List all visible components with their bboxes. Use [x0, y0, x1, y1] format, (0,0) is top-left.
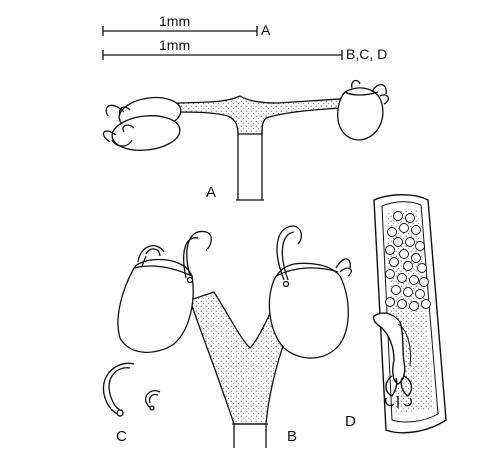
panel-b-cyst-right [268, 262, 349, 359]
scale-bar-bcd [102, 50, 343, 60]
scale-bar-a-target-label: A [261, 22, 271, 38]
panel-d-hooks [384, 375, 413, 408]
panel-a-stalk [237, 132, 263, 200]
panel-a-cyst-right [337, 87, 384, 141]
panel-b-hook-left [186, 230, 212, 277]
panel-d-drawing [372, 194, 447, 434]
panel-d-eggs [385, 211, 431, 311]
panel-b-drawing [117, 225, 352, 448]
scale-bar-bcd-length-label: 1mm [159, 37, 191, 53]
panel-c-drawing [102, 362, 161, 417]
panel-a-label: A [206, 184, 217, 201]
panel-c-small-hook [145, 390, 161, 409]
panel-a-drawing [102, 79, 389, 201]
scale-bar-bcd-target-label: B,C, D [346, 46, 388, 62]
panel-b-label: B [287, 428, 298, 445]
panel-d-label: D [345, 413, 356, 430]
panel-d-organ [372, 312, 406, 385]
panel-c-large-hook [102, 362, 135, 415]
scale-bar-a [102, 26, 258, 36]
panel-b-hook-right [276, 225, 303, 281]
scale-bar-a-length-label: 1mm [159, 13, 191, 29]
panel-a-body [177, 95, 341, 135]
panel-a-cyst-lower-left [111, 115, 181, 151]
panel-b-cyst-left [117, 258, 194, 354]
panel-c-label: C [116, 428, 127, 445]
